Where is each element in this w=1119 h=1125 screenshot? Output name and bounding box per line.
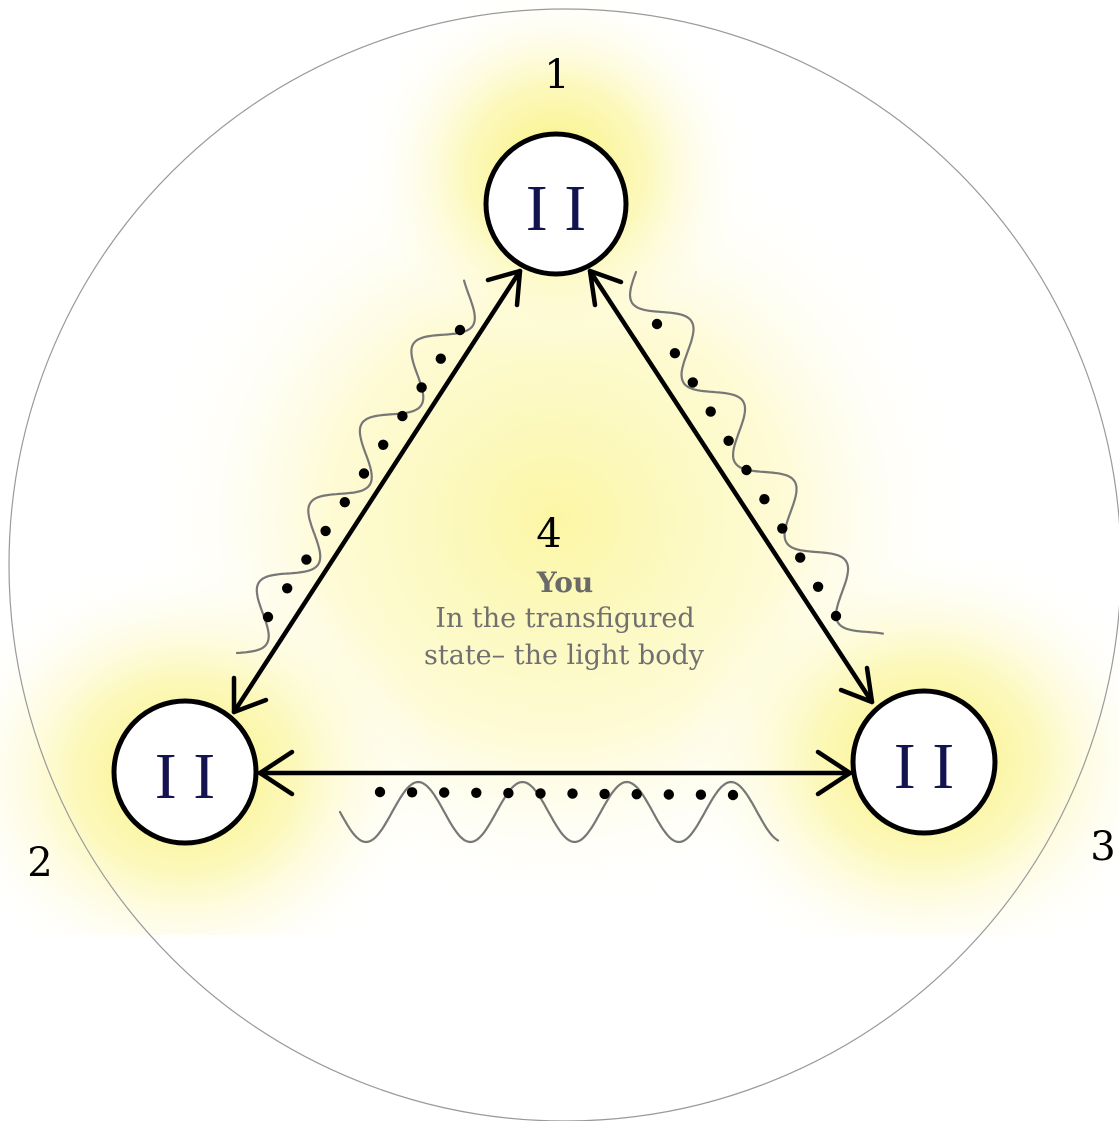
dot-left — [320, 525, 331, 537]
dot-right — [795, 552, 806, 563]
dot-right — [651, 318, 663, 330]
dot-bottom — [727, 789, 739, 801]
dot-left — [397, 410, 408, 422]
node-top: I I — [483, 131, 629, 277]
dot-bottom — [471, 787, 482, 798]
dot-right — [669, 348, 681, 359]
dotted-lines — [262, 318, 842, 801]
dot-bottom — [599, 788, 610, 800]
dot-bottom — [631, 789, 642, 800]
dot-bottom — [535, 788, 546, 799]
dot-left — [339, 497, 350, 508]
dot-right — [812, 581, 824, 592]
dot-right — [723, 435, 734, 446]
center-line-1: In the transfigured — [435, 603, 694, 634]
dot-bottom — [695, 789, 707, 800]
wave-bottom — [338, 780, 780, 844]
wave-right — [628, 270, 884, 635]
arrows — [231, 268, 875, 797]
dot-right — [705, 406, 716, 417]
dot-right — [687, 377, 698, 388]
center-title: You — [536, 566, 594, 599]
wave-lines — [235, 270, 884, 844]
dot-bottom — [439, 787, 450, 798]
label-3: 3 — [1090, 824, 1115, 870]
label-4: 4 — [536, 511, 561, 557]
dot-left — [378, 439, 389, 450]
arrow-bottom — [257, 749, 853, 797]
node-top-label: I I — [526, 172, 586, 245]
arrow-top-left — [231, 268, 523, 715]
node-right-label: I I — [894, 730, 954, 803]
dot-left — [282, 583, 293, 594]
dot-left — [301, 554, 312, 565]
dot-right — [759, 494, 770, 505]
dot-right — [830, 610, 842, 622]
node-left: I I — [111, 698, 259, 846]
label-2: 2 — [27, 840, 52, 886]
node-right: I I — [850, 688, 998, 836]
dot-bottom — [374, 786, 386, 798]
center-line-2: state– the light body — [424, 640, 705, 671]
dot-bottom — [406, 787, 418, 798]
node-left-label: I I — [155, 740, 215, 813]
dot-bottom — [503, 787, 514, 799]
dot-left — [416, 382, 427, 393]
dot-bottom — [663, 789, 674, 800]
dot-left — [358, 468, 370, 479]
dot-left — [435, 353, 446, 364]
wave-left — [235, 279, 476, 655]
dot-right — [777, 523, 788, 534]
dot-right — [741, 464, 752, 476]
arrow-top-right — [587, 268, 875, 705]
dot-bottom — [567, 788, 578, 799]
dot-left — [262, 611, 274, 623]
dot-left — [454, 324, 466, 336]
label-1: 1 — [544, 52, 569, 98]
